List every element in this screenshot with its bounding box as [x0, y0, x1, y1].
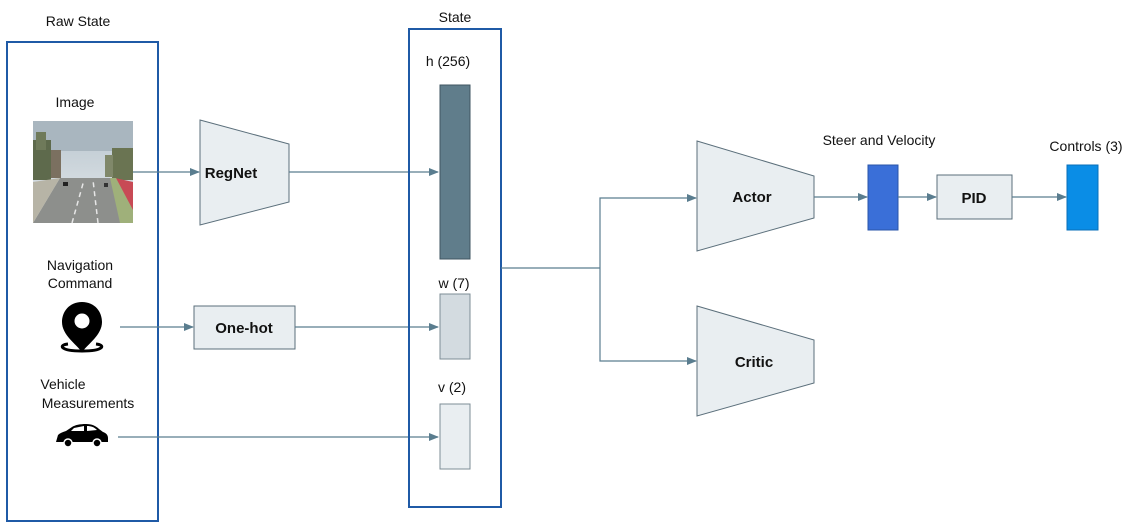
- v-bar: [439, 403, 471, 470]
- vehicle-label-line2: Measurements: [42, 395, 135, 411]
- regnet-block: [199, 119, 290, 226]
- navigation-label-line2: Command: [48, 275, 113, 291]
- h-label: h (256): [426, 53, 470, 69]
- actor-block: [696, 140, 815, 252]
- critic-label: Critic: [735, 354, 773, 371]
- onehot-label: One-hot: [215, 320, 273, 337]
- image-label: Image: [56, 94, 95, 110]
- h-bar: [439, 84, 471, 260]
- critic-block: [696, 305, 815, 417]
- w-label: w (7): [437, 275, 469, 291]
- controls-bar: [1066, 164, 1099, 231]
- arrow-state-to-critic: [599, 268, 697, 365]
- actor-label: Actor: [732, 189, 771, 206]
- steer-velocity-label: Steer and Velocity: [823, 132, 936, 148]
- regnet-label: RegNet: [205, 165, 258, 182]
- state-title: State: [439, 9, 472, 25]
- arrow-state-to-actor: [599, 194, 697, 268]
- map-pin-icon: [60, 302, 104, 353]
- car-icon: [56, 424, 108, 448]
- raw-state-box: [6, 41, 159, 522]
- road-scene-image: [33, 121, 133, 224]
- controls-label: Controls (3): [1049, 138, 1122, 154]
- vehicle-label-line1: Vehicle: [40, 376, 85, 392]
- navigation-label-line1: Navigation: [47, 257, 113, 273]
- v-label: v (2): [438, 379, 466, 395]
- raw-state-title: Raw State: [46, 13, 111, 29]
- w-bar: [439, 293, 471, 360]
- pid-label: PID: [961, 190, 986, 207]
- steer-velocity-bar: [867, 164, 899, 231]
